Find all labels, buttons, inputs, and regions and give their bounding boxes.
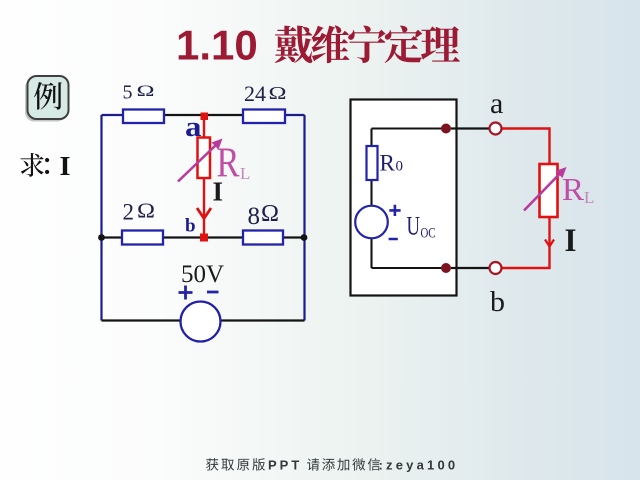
svg-text:U: U [407, 212, 421, 241]
svg-text:PPT: PPT [268, 458, 302, 473]
svg-text:50V: 50V [181, 261, 224, 288]
svg-text:Ω: Ω [137, 199, 155, 223]
svg-text:OC: OC [421, 226, 436, 242]
svg-text:8: 8 [248, 203, 261, 230]
svg-text:R: R [562, 171, 585, 207]
svg-text:2: 2 [123, 200, 135, 225]
svg-text:1.10: 1.10 [176, 22, 258, 69]
svg-text:5: 5 [123, 82, 133, 104]
svg-text:Ω: Ω [137, 83, 155, 100]
svg-text:I: I [213, 177, 224, 207]
svg-text:b: b [185, 216, 196, 237]
svg-text:Ω: Ω [269, 83, 287, 103]
svg-text:I: I [60, 151, 71, 181]
svg-text:R: R [380, 151, 396, 176]
svg-text:a: a [185, 112, 202, 143]
svg-text:Ω: Ω [261, 201, 279, 227]
svg-text:a: a [490, 87, 503, 120]
svg-text::zeya100: :zeya100 [379, 458, 459, 473]
svg-text:L: L [240, 164, 250, 183]
svg-text:I: I [565, 223, 577, 259]
svg-text:R: R [217, 141, 240, 187]
svg-text:b: b [490, 286, 505, 318]
svg-text:L: L [584, 188, 594, 207]
svg-text:24: 24 [244, 81, 266, 106]
svg-text:0: 0 [396, 159, 404, 175]
